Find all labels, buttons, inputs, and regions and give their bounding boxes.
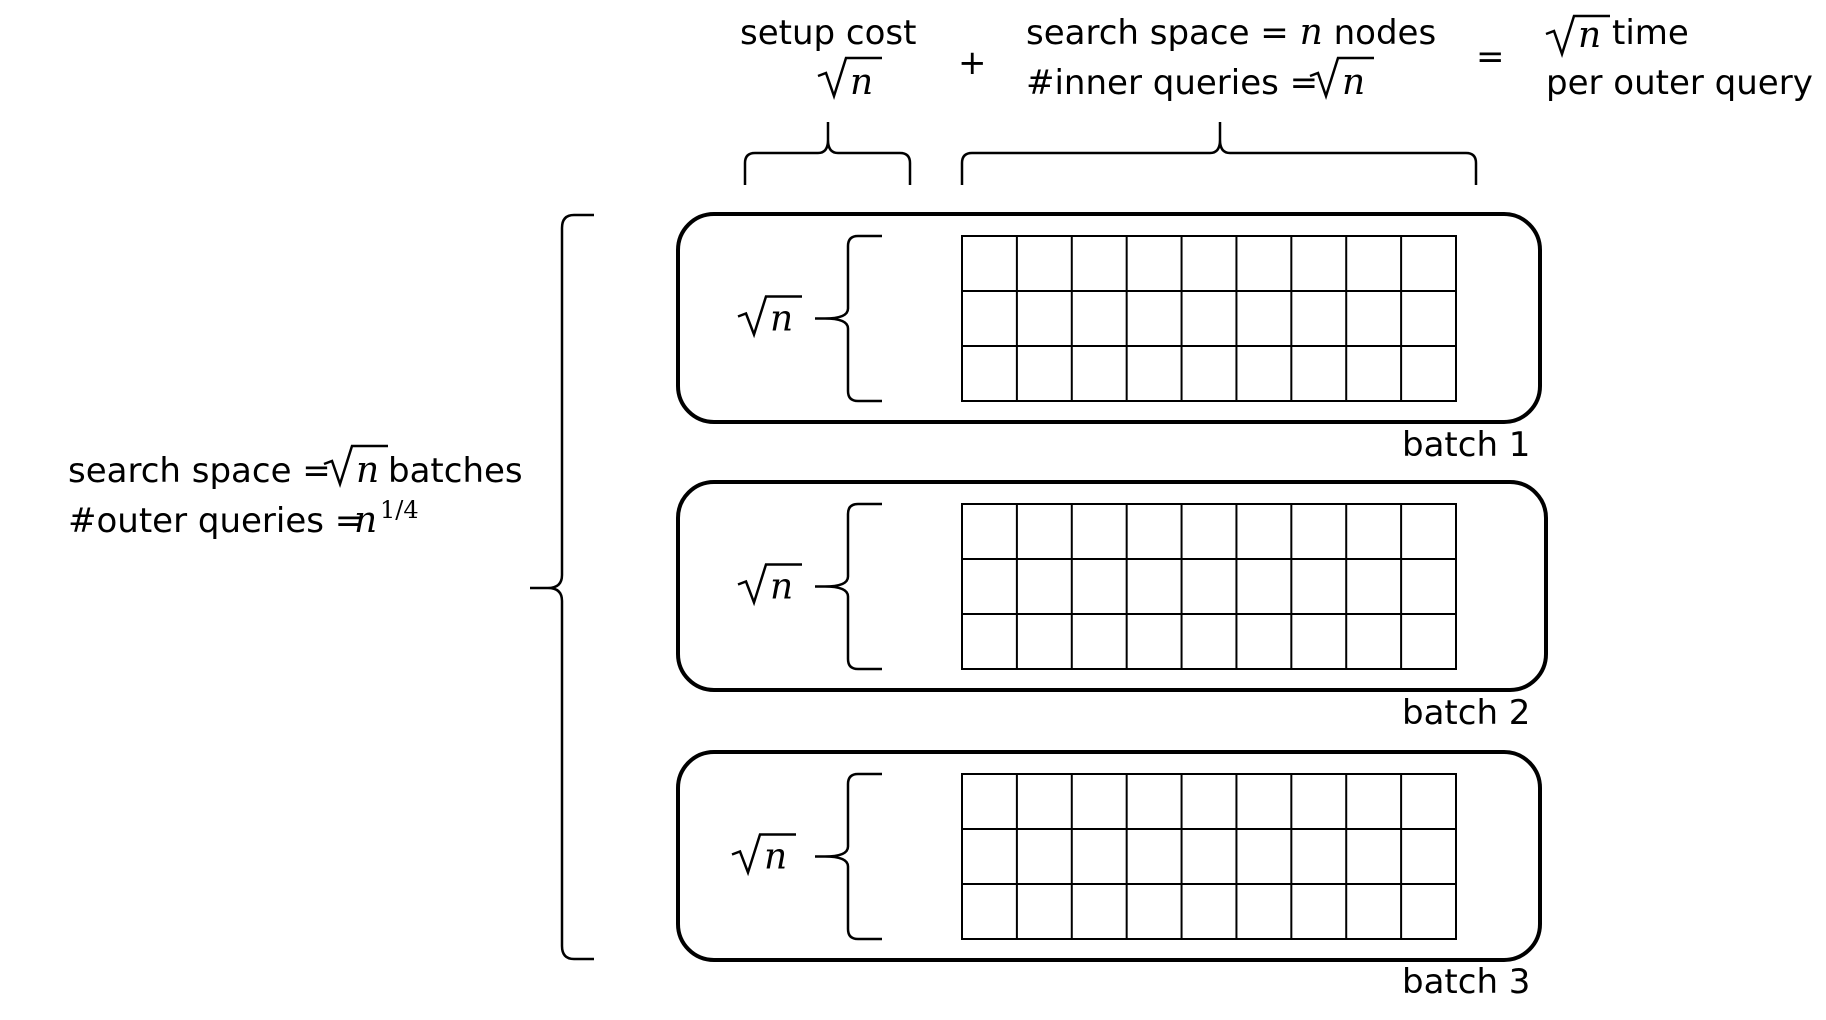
rows-brace — [815, 234, 882, 403]
sqrt-radical — [731, 833, 796, 877]
svg-text:n: n — [1342, 62, 1365, 103]
outer-brace — [530, 213, 594, 961]
rows-brace — [815, 772, 882, 941]
svg-text:n: n — [354, 500, 377, 541]
sqrt-n-text: n — [770, 299, 793, 340]
sqrt-n-text: n — [764, 837, 787, 878]
grid-outline — [961, 503, 1457, 670]
svg-text:#outer queries =: #outer queries = — [68, 501, 363, 541]
svg-text:n: n — [850, 62, 873, 103]
batch-1: n batch 1 — [676, 212, 1542, 465]
inner-queries-line: #inner queries = n — [1026, 56, 1374, 103]
batches: n batch 1 n batch 2 n batch 3 — [676, 212, 1548, 1002]
sqrt-n-text: n — [770, 567, 793, 608]
grid-outline — [961, 235, 1457, 402]
batch-3: n batch 3 — [676, 750, 1542, 1002]
equals-sign: = — [1476, 37, 1505, 77]
batch-grid — [961, 235, 1457, 402]
sqrt-radical — [737, 295, 802, 339]
svg-text:search space =: search space = — [68, 451, 331, 491]
svg-text:#inner queries =: #inner queries = — [1026, 63, 1318, 103]
batch-box — [676, 480, 1548, 692]
batch-label: batch 3 — [1402, 962, 1530, 1002]
batch-label: batch 1 — [1402, 425, 1530, 465]
batch-grid — [961, 503, 1457, 670]
grid-outline — [961, 773, 1457, 940]
svg-text:time: time — [1612, 13, 1689, 53]
setup-cost-label: setup cost — [740, 13, 916, 53]
setup-cost-sqrt: n — [817, 56, 882, 103]
batch-grid — [961, 773, 1457, 940]
setup-cost-brace — [743, 122, 912, 185]
svg-text:batches: batches — [388, 451, 523, 491]
outer-queries-line: #outer queries = n 1/4 — [68, 496, 419, 541]
batch-label: batch 2 — [1402, 693, 1530, 733]
inner-search-brace — [960, 122, 1478, 185]
rows-sqrt-label: n — [731, 833, 796, 878]
svg-text:n: n — [356, 450, 379, 491]
rows-sqrt-label: n — [737, 563, 802, 608]
rows-brace — [815, 502, 882, 671]
sqrt-radical — [737, 563, 802, 607]
batch-box — [676, 750, 1542, 962]
per-outer-query-label: per outer query — [1546, 63, 1813, 103]
plus-sign: + — [958, 43, 987, 83]
svg-text:n: n — [1578, 15, 1601, 56]
batch-2: n batch 2 — [676, 480, 1548, 733]
rows-sqrt-label: n — [737, 295, 802, 340]
outer-search-space-line: search space = n batches — [68, 444, 523, 491]
inner-search-space-line: search space = n nodes — [1026, 12, 1436, 53]
time-line: n time — [1545, 13, 1689, 58]
batch-box — [676, 212, 1542, 424]
svg-text:search space = n nodes: search space = n nodes — [1026, 12, 1436, 53]
svg-text:1/4: 1/4 — [380, 496, 419, 524]
